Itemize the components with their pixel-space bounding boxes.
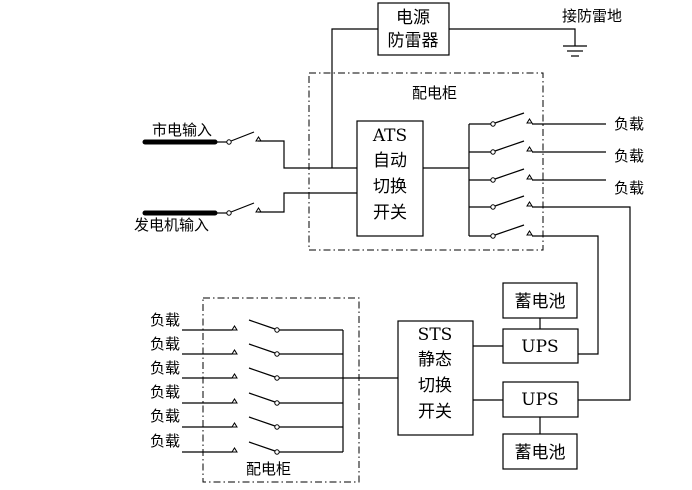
top-load-label-3: 负载	[614, 179, 644, 197]
battery-bottom-box	[502, 433, 578, 470]
bottom-load-label-3: 负载	[150, 359, 180, 377]
bottom-load-label-1: 负载	[150, 311, 180, 329]
mains-input-label: 市电输入	[152, 121, 212, 139]
cabinet-top-label: 配电柜	[412, 84, 457, 102]
ups-top-label: UPS	[521, 337, 558, 357]
ups-bottom-label: UPS	[521, 390, 558, 410]
generator-input-label: 发电机输入	[134, 216, 209, 234]
cabinet-bottom	[202, 297, 360, 483]
bottom-breaker-3	[182, 367, 343, 381]
ats-breaker-3	[469, 168, 533, 183]
bottom-breaker-4	[182, 392, 343, 406]
mains-switch-pivot	[226, 139, 232, 145]
bottom-load-label-6: 负载	[150, 432, 180, 450]
ats-breaker-1	[469, 112, 533, 127]
ups-top-box	[502, 328, 579, 364]
battery-top-label: 蓄电池	[515, 292, 566, 312]
ats-label-2: 自动	[373, 151, 407, 171]
ats-label-3: 切换	[373, 177, 407, 197]
ats-label-1: ATS	[372, 126, 407, 146]
top-load-label-2: 负载	[614, 147, 644, 165]
sts-switch: STS 静态 切换 开关	[397, 320, 474, 436]
ats-switch: ATS 自动 切换 开关	[356, 120, 424, 237]
sts-label-3: 切换	[418, 376, 452, 396]
bottom-load-label-5: 负载	[150, 407, 180, 425]
bottom-breaker-2	[182, 343, 343, 357]
surge-protector-box	[377, 2, 450, 56]
top-load-label-1: 负载	[614, 115, 644, 133]
cabinet-top	[308, 72, 544, 251]
surge-protector: 电源 防雷器	[377, 2, 450, 56]
generator-switch-pivot	[226, 210, 232, 216]
bottom-load-label-4: 负载	[150, 383, 180, 401]
ups-top-feed	[532, 235, 599, 355]
surge-protector-label-2: 防雷器	[388, 31, 439, 51]
ats-breaker-5	[469, 224, 533, 239]
bottom-breaker-1	[182, 319, 343, 333]
ups-bottom-feed	[532, 206, 631, 401]
battery-bottom-label: 蓄电池	[515, 443, 566, 463]
mains-to-ats-wire	[258, 140, 357, 169]
surge-protector-wire	[331, 28, 378, 168]
battery-top-box	[502, 282, 578, 319]
cabinet-bottom-label: 配电柜	[246, 460, 291, 478]
sts-label-4: 开关	[418, 402, 452, 422]
ats-breaker-4	[469, 195, 533, 210]
surge-protector-label-1: 电源	[396, 8, 430, 28]
generator-switch-blade	[230, 202, 255, 213]
sts-label-2: 静态	[418, 350, 452, 370]
bottom-load-label-2: 负载	[150, 335, 180, 353]
ground-label: 接防雷地	[562, 7, 622, 25]
ups-bottom-box	[502, 381, 579, 418]
sts-box	[397, 320, 474, 436]
bottom-breaker-5	[182, 416, 343, 430]
ground-wire	[449, 28, 576, 46]
ats-breaker-2	[469, 140, 533, 155]
ats-box	[356, 120, 424, 237]
bottom-breaker-6	[182, 441, 343, 455]
ats-label-4: 开关	[373, 203, 407, 223]
generator-to-ats-wire	[258, 192, 357, 213]
mains-switch-blade	[230, 131, 255, 142]
sts-label-1: STS	[418, 325, 453, 345]
ground-symbol	[563, 45, 587, 57]
